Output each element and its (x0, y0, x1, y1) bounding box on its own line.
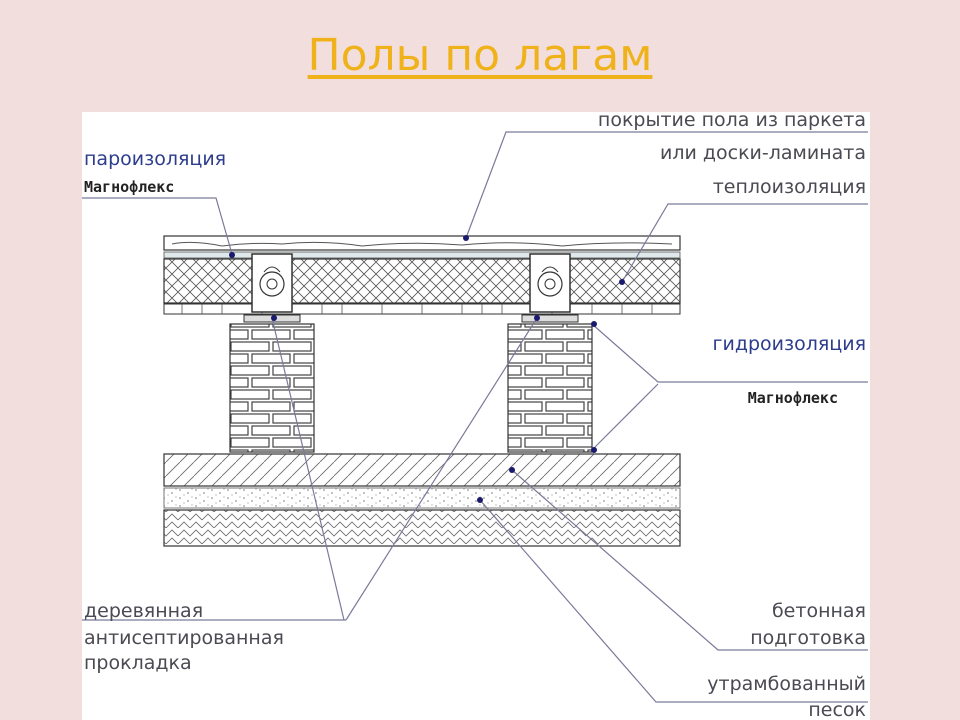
compacted-soil-layer (163, 509, 681, 547)
label-sand-1: утрамбованный (707, 673, 866, 695)
label-pad-3: прокладка (84, 652, 192, 674)
sand-layer (163, 487, 681, 509)
subfloor-boards (163, 303, 681, 315)
label-floor-covering-2: или доски-ламината (660, 142, 866, 164)
concrete-base-layer (163, 453, 681, 487)
label-pad-2: антисептированная (84, 627, 284, 649)
floor-section-diagram: пароизоляция Магнофлекс покрытие пола из… (82, 112, 870, 720)
label-floor-covering-1: покрытие пола из паркета (598, 112, 866, 131)
floor-covering-layer (163, 235, 681, 251)
antiseptic-pad (521, 314, 579, 323)
wood-joist (529, 253, 571, 313)
label-pad-1: деревянная (84, 600, 203, 622)
label-concrete-2: подготовка (750, 627, 866, 649)
label-concrete-1: бетонная (772, 600, 866, 622)
vapor-barrier-layer (163, 251, 681, 259)
label-vapor-brand: Магнофлекс (84, 178, 174, 196)
label-waterproof-brand: Магнофлекс (748, 389, 838, 407)
leader-dots (229, 235, 625, 503)
wood-joist (251, 253, 293, 313)
label-insulation: теплоизоляция (713, 176, 866, 198)
brick-pillar (229, 323, 315, 453)
brick-pillar (507, 323, 593, 453)
slide-title: Полы по лагам (307, 30, 653, 81)
label-waterproofing: гидроизоляция (712, 333, 866, 355)
label-sand-2: песок (808, 699, 866, 720)
insulation-layer (163, 258, 681, 304)
label-vapor-barrier: пароизоляция (84, 148, 226, 170)
leader-lines (82, 131, 868, 703)
